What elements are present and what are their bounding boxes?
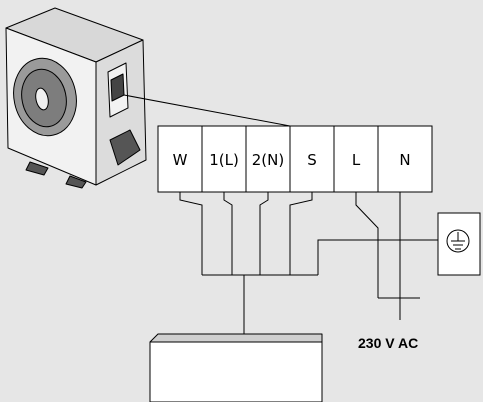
- terminal-2n: 2(N): [245, 125, 291, 193]
- terminal-label-1l: 1(L): [209, 151, 239, 169]
- wire-s: [289, 192, 313, 275]
- control-unit-box: [149, 333, 323, 402]
- terminal-label-2n: 2(N): [252, 151, 284, 169]
- terminal-w: W: [157, 125, 203, 193]
- wire-earth: [317, 239, 442, 275]
- supply-wires: [355, 192, 420, 320]
- terminal-label-s: S: [307, 151, 317, 169]
- control-wires: [179, 192, 442, 342]
- leader-line: [123, 94, 291, 127]
- protective-earth-icon: [446, 229, 470, 253]
- terminal-s: S: [289, 125, 335, 193]
- terminal-label-l: L: [352, 151, 361, 169]
- outdoor-unit-illustration: [5, 7, 147, 189]
- terminal-1l: 1(L): [201, 125, 247, 193]
- terminal-block: W 1(L) 2(N) S L N: [157, 125, 433, 193]
- terminal-n: N: [377, 125, 433, 193]
- terminal-label-n: N: [399, 151, 410, 169]
- earth-socket: [437, 212, 481, 276]
- terminal-l: L: [333, 125, 379, 193]
- supply-voltage-label: 230 V AC: [358, 335, 418, 351]
- wire-1l: [223, 192, 233, 275]
- wire-l: [355, 192, 379, 298]
- wire-2n: [259, 192, 269, 275]
- wire-w: [179, 192, 203, 275]
- terminal-label-w: W: [173, 151, 188, 169]
